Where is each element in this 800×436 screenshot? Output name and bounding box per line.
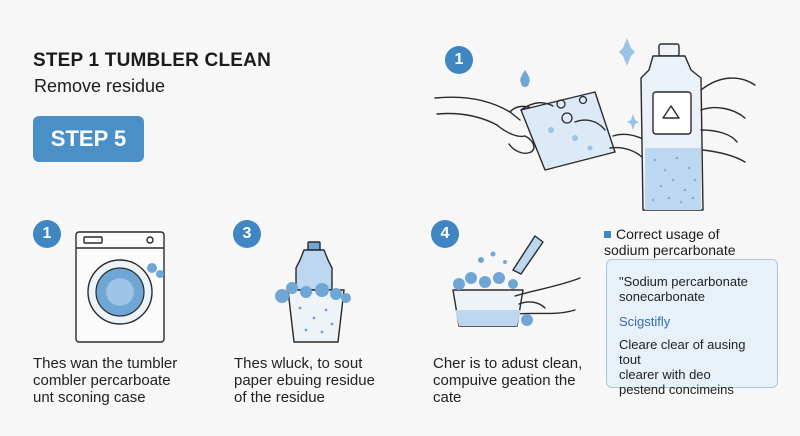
bottle-caption-line-2: paper ebuing residue xyxy=(234,372,375,389)
washer-caption-line-1: Thes wan the tumbler xyxy=(33,355,178,372)
legend-square-icon xyxy=(604,231,611,238)
step-badge-washer: 1 xyxy=(33,220,61,248)
bottle-caption-line-1: Thes wluck, to sout xyxy=(234,355,363,372)
panel-line-3: Cleare clear of ausing tout xyxy=(619,337,746,367)
step-button[interactable]: STEP 5 xyxy=(33,116,144,162)
bowl-caption-line-1: Cher is to adust clean, xyxy=(433,355,583,372)
panel-line-1: "Sodium percarbonate xyxy=(619,274,748,289)
panel-line-5: pestend concimeins xyxy=(619,382,734,397)
usage-legend: Correct usage of sodium percarbonate xyxy=(604,226,736,258)
panel-link[interactable]: Scigstifly xyxy=(619,314,671,329)
legend-line-2: sodium percarbonate xyxy=(604,242,736,258)
step-badge-top: 1 xyxy=(445,46,473,74)
washer-caption-line-3: unt sconing case xyxy=(33,389,146,406)
bottle-cup-illustration xyxy=(275,241,351,343)
panel-line-2: sonecarbonate xyxy=(619,289,706,304)
legend-line-1: Correct usage of xyxy=(616,226,720,242)
step-badge-bottle: 3 xyxy=(233,220,261,248)
bowl-hand-illustration xyxy=(452,235,581,327)
hands-bag-illustration xyxy=(434,70,645,171)
bowl-caption-line-2: compuive geation the xyxy=(433,372,576,389)
step-badge-bowl: 4 xyxy=(431,220,459,248)
bottle-caption-line-3: of the residue xyxy=(234,389,325,406)
bottle-hand-illustration xyxy=(619,38,756,211)
page-subtitle: Remove residue xyxy=(34,76,166,96)
page-title: STEP 1 TUMBLER CLEAN xyxy=(33,50,272,71)
panel-line-4: clearer with deo xyxy=(619,367,711,382)
bowl-caption-line-3: cate xyxy=(433,389,462,406)
washing-machine-illustration xyxy=(75,231,165,343)
info-panel: "Sodium percarbonate sonecarbonate Scigs… xyxy=(606,259,778,397)
washer-caption-line-2: combler percarboate xyxy=(33,372,171,389)
